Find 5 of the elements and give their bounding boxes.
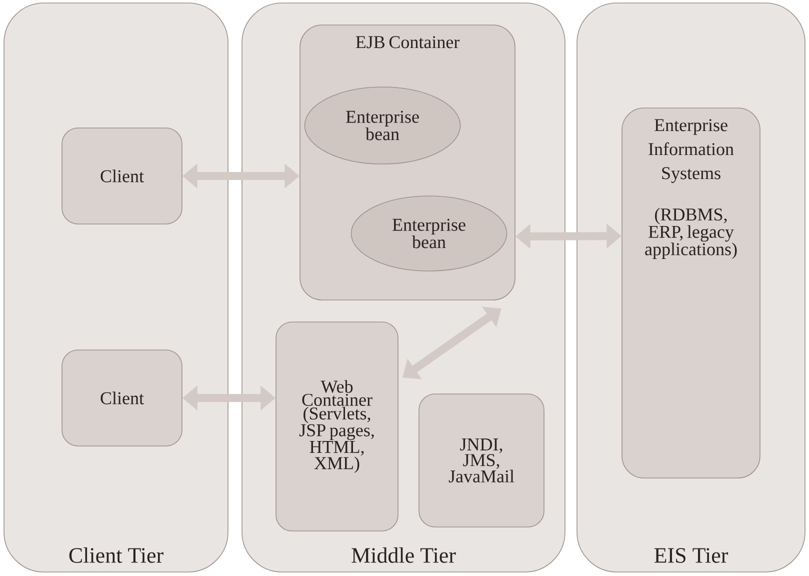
component-box: Web Container (Servlets, JSP pages, HTML, XML) bbox=[276, 322, 398, 532]
container-box: Enterprise Information Systems (RDBMS, ERP, legacy applications) bbox=[622, 108, 760, 478]
component-box: Client bbox=[62, 350, 182, 446]
component-box: JNDI, JMS, JavaMail bbox=[418, 394, 544, 528]
component-box: Client bbox=[62, 128, 182, 224]
